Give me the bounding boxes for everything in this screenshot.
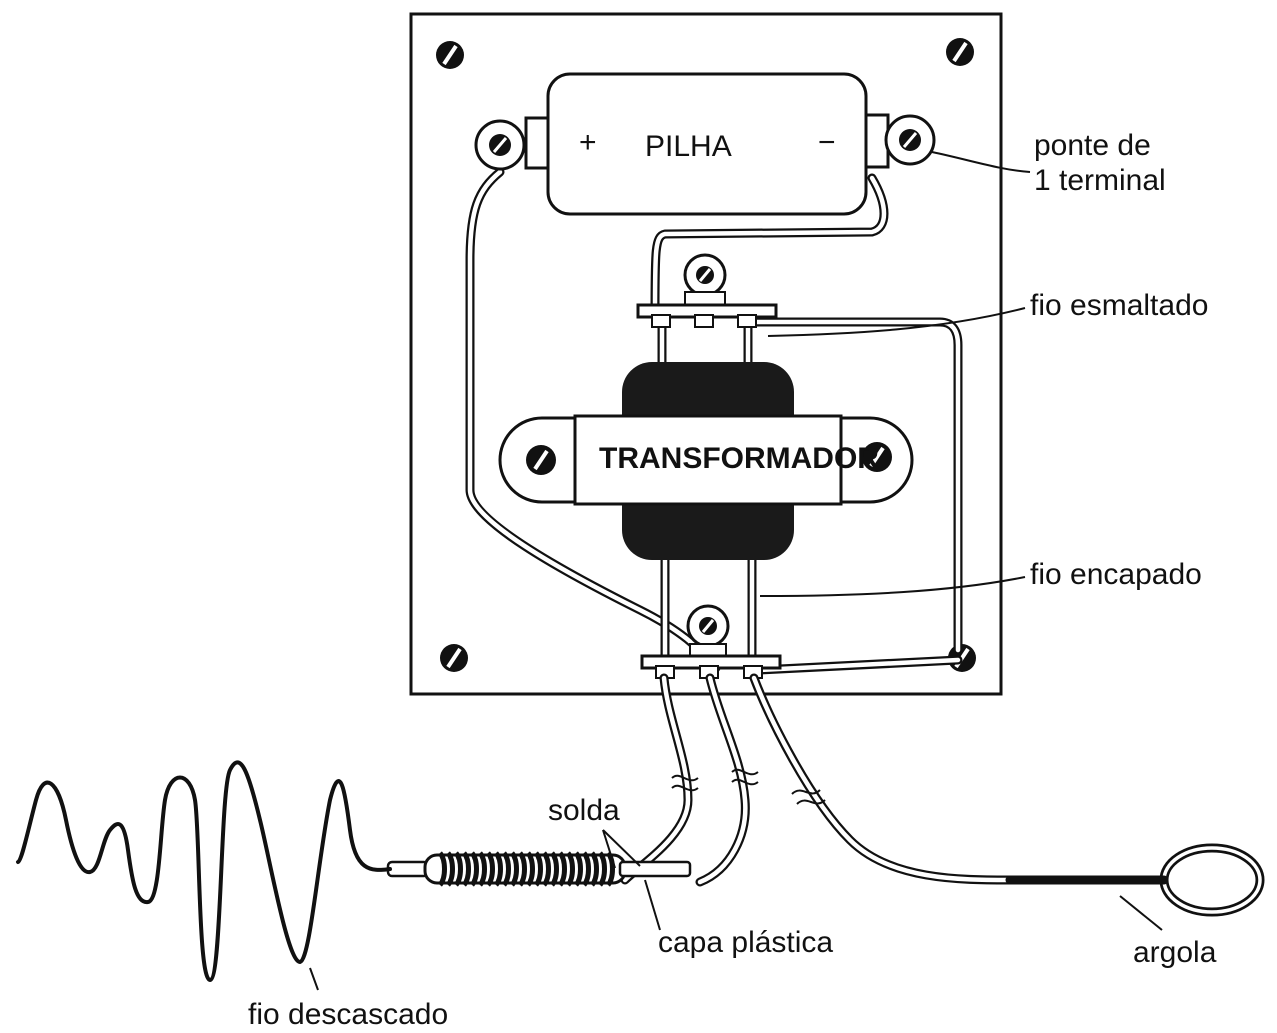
spring-coil [477, 851, 487, 887]
label-plastic-cap: capa plástica [658, 926, 833, 959]
break-mark-icon [731, 768, 759, 786]
spring-coil [557, 851, 567, 887]
transformer: TRANSFORMADOR [498, 362, 914, 560]
leader-line [1119, 895, 1163, 931]
spring-coil [509, 851, 519, 887]
spring-coil [485, 851, 495, 887]
probe-handle [386, 851, 692, 887]
screw-icon [440, 644, 468, 672]
spring-coil [453, 851, 463, 887]
ring-icon [1005, 843, 1265, 917]
leader-line [931, 151, 1031, 173]
label-terminal-bridge-line2: 1 terminal [1034, 164, 1166, 197]
label-stripped-wire: fio descascado [248, 998, 448, 1031]
leader-line [767, 307, 1026, 337]
spring-coil [501, 851, 511, 887]
screw-icon [946, 38, 974, 66]
terminal-strip-bottom [640, 604, 782, 679]
battery: + PILHA − [474, 72, 936, 216]
terminal-eyelet-icon [884, 114, 936, 166]
spring-coil [469, 851, 479, 887]
battery-label: PILHA [645, 130, 732, 163]
battery-minus-sign: − [818, 126, 836, 159]
break-mark-icon [671, 774, 699, 792]
leader-line [602, 829, 616, 869]
spring-coil [525, 851, 535, 887]
leader-line [602, 829, 641, 867]
spring-coil [541, 851, 551, 887]
spring-coil [549, 851, 559, 887]
leader-line [759, 576, 1026, 597]
label-enameled-wire: fio esmaltado [1030, 289, 1208, 322]
spring-coil [437, 851, 447, 887]
screw-icon [436, 41, 464, 69]
label-ring: argola [1133, 936, 1217, 969]
leader-line [309, 967, 319, 991]
spring-coil [581, 851, 591, 887]
screw-icon [526, 445, 556, 475]
spring-coil [589, 851, 599, 887]
terminal-eyelet-icon [474, 119, 526, 171]
break-mark-icon [791, 789, 826, 805]
transformer-label: TRANSFORMADOR [599, 442, 879, 475]
stripped-wire [16, 760, 392, 983]
wire [749, 673, 1015, 885]
spring-coil [517, 851, 527, 887]
leader-line [644, 879, 661, 931]
spring-coil [565, 851, 575, 887]
battery-plus-sign: + [579, 126, 597, 159]
spring-coil [493, 851, 503, 887]
label-solder: solda [548, 794, 620, 827]
spring-coil [533, 851, 543, 887]
spring-coil [461, 851, 471, 887]
spring-coil [597, 851, 607, 887]
spring-coil [573, 851, 583, 887]
label-terminal-bridge-line1: ponte de [1034, 129, 1151, 162]
spring-coil [445, 851, 455, 887]
screw-icon [862, 442, 892, 472]
terminal-strip-top [636, 253, 778, 328]
label-insulated-wire: fio encapado [1030, 558, 1202, 591]
spring-coil [605, 851, 615, 887]
